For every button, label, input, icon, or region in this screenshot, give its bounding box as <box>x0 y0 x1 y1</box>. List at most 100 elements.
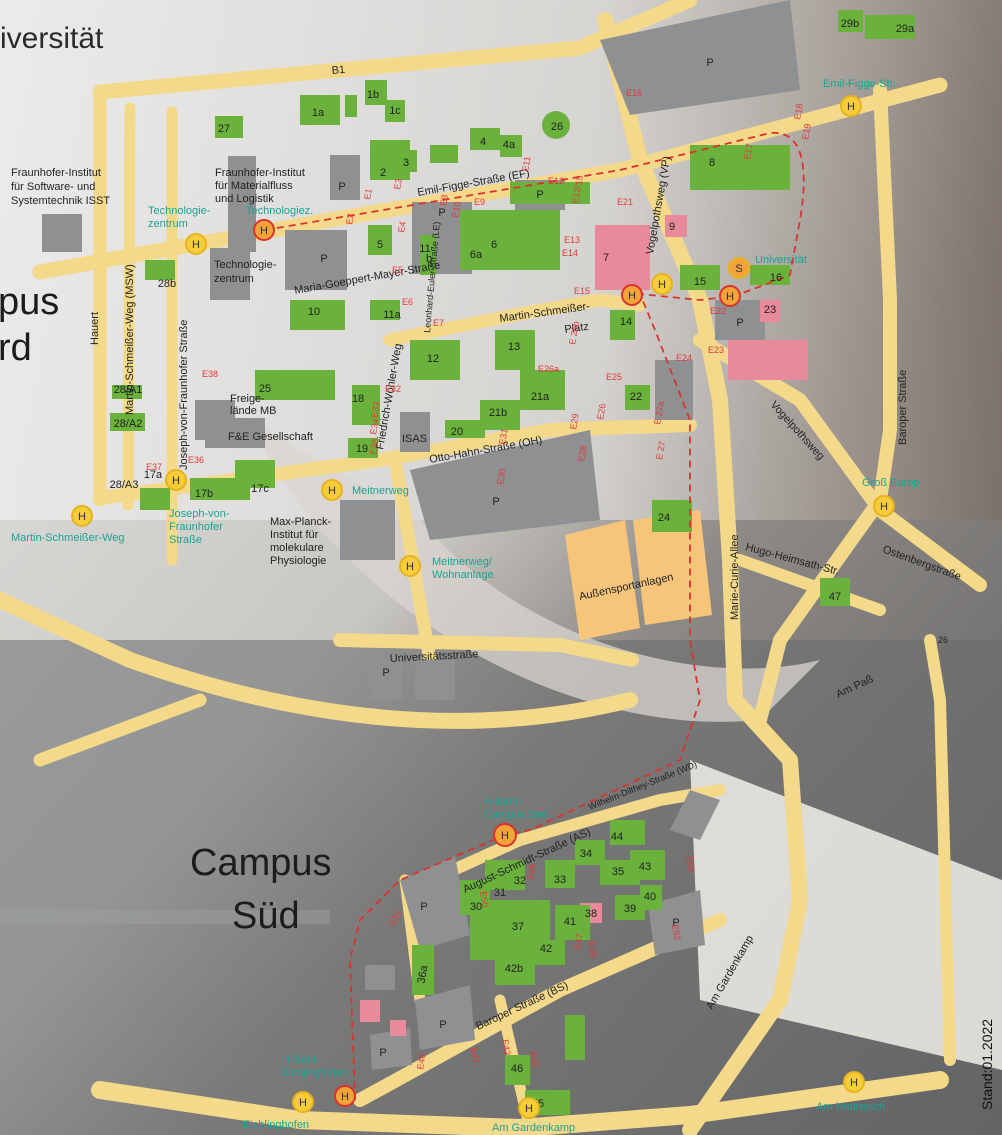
svg-text:E 26b: E 26b <box>567 320 581 345</box>
svg-text:E37: E37 <box>146 462 162 472</box>
stop-joseph-fraunhofer[interactable]: H Joseph-von- Fraunhofer Straße <box>165 469 230 546</box>
svg-text:6a: 6a <box>470 249 483 261</box>
svg-text:E7: E7 <box>433 318 444 328</box>
svg-text:Physiologie: Physiologie <box>270 555 326 567</box>
svg-text:E8: E8 <box>438 194 450 207</box>
svg-text:18: 18 <box>352 393 364 405</box>
svg-text:6: 6 <box>491 239 497 251</box>
svg-text:41: 41 <box>564 916 576 928</box>
stop-meitnerweg-wohnanlage[interactable]: H Meitnerweg/ Wohnanlage <box>399 555 494 581</box>
stop-am-hedreisch[interactable]: H Am Hedreisch <box>816 1071 885 1113</box>
svg-text:Universität: Universität <box>755 254 807 266</box>
svg-text:17c: 17c <box>251 483 269 495</box>
stop-am-gardenkamp[interactable]: H Am Gardenkamp <box>492 1097 575 1134</box>
svg-text:1a: 1a <box>312 107 325 119</box>
stop-martin-schmeisser-weg[interactable]: H Martin-Schmeißer-Weg <box>11 505 125 544</box>
svg-text:46: 46 <box>511 1063 523 1075</box>
title-fragment: iversität <box>0 22 104 55</box>
svg-text:33: 33 <box>554 874 566 886</box>
svg-text:13: 13 <box>508 341 520 353</box>
svg-text:Meitnerweg: Meitnerweg <box>352 485 409 497</box>
building-numbers: 1a 1b 1c 2 3 4 4a 26 27 5 6 6a 7 8 9 10 … <box>110 18 915 1110</box>
stop-hbahn-eichlinghofen[interactable]: H H-Bahn Eichlinghofen <box>282 1054 356 1107</box>
svg-text:Am Gardenkamp: Am Gardenkamp <box>492 1122 575 1134</box>
svg-text:17b: 17b <box>195 488 213 500</box>
stop-gross-barop[interactable]: H Groß Barop <box>862 477 919 517</box>
stop-meitnerweg[interactable]: H Meitnerweg <box>321 479 409 501</box>
svg-text:8: 8 <box>709 157 715 169</box>
svg-text:P: P <box>338 181 345 193</box>
svg-text:E24: E24 <box>676 353 692 363</box>
svg-text:14: 14 <box>620 316 632 328</box>
svg-text:für Materialfluss: für Materialfluss <box>215 180 293 192</box>
svg-text:29a: 29a <box>896 23 915 35</box>
svg-text:12: 12 <box>427 353 439 365</box>
svg-text:E38: E38 <box>202 369 218 379</box>
svg-text:E6: E6 <box>402 297 413 307</box>
svg-text:34: 34 <box>580 848 592 860</box>
svg-text:P: P <box>492 496 499 508</box>
svg-text:E1: E1 <box>362 188 374 201</box>
svg-text:E5: E5 <box>392 265 403 275</box>
svg-text:Am Hedreisch: Am Hedreisch <box>816 1101 885 1113</box>
svg-text:b: b <box>426 253 432 265</box>
svg-text:43: 43 <box>639 861 651 873</box>
pink-buildings <box>360 215 808 1036</box>
svg-text:39: 39 <box>624 903 636 915</box>
svg-text:molekulare: molekulare <box>270 542 324 554</box>
svg-text:5: 5 <box>377 239 383 251</box>
svg-text:E50: E50 <box>478 891 491 909</box>
stop-technologiez-hbahn[interactable]: H Technologiez. <box>246 205 313 241</box>
svg-text:E52: E52 <box>670 924 683 942</box>
svg-text:P: P <box>706 57 713 69</box>
svg-text:zentrum: zentrum <box>148 218 188 230</box>
svg-text:36a: 36a <box>416 964 431 985</box>
svg-text:19: 19 <box>356 443 368 455</box>
svg-text:Martin-Schmeißer-Weg (MSW): Martin-Schmeißer-Weg (MSW) <box>124 264 136 415</box>
svg-text:Meitnerweg/: Meitnerweg/ <box>432 556 493 568</box>
svg-text:S: S <box>735 263 742 275</box>
svg-text:16: 16 <box>770 272 782 284</box>
svg-text:E4: E4 <box>396 221 408 234</box>
campus-labels: pus rd Campus Süd <box>0 281 332 937</box>
svg-text:H: H <box>726 291 734 303</box>
svg-text:Eichlinghofen: Eichlinghofen <box>282 1067 348 1079</box>
svg-text:H: H <box>406 561 414 573</box>
svg-text:27: 27 <box>218 123 230 135</box>
svg-text:P: P <box>379 1047 386 1059</box>
svg-text:E10: E10 <box>450 201 463 219</box>
svg-text:P: P <box>438 207 445 219</box>
svg-text:Platz: Platz <box>564 321 590 336</box>
svg-text:42b: 42b <box>505 963 523 975</box>
svg-text:H: H <box>78 511 86 523</box>
svg-text:E2: E2 <box>344 213 356 226</box>
campus-nord-label-1: pus <box>0 281 59 323</box>
svg-text:H: H <box>850 1077 858 1089</box>
svg-text:E12: E12 <box>548 176 564 186</box>
svg-text:Baroper Straße: Baroper Straße <box>897 370 909 445</box>
svg-text:40: 40 <box>644 891 656 903</box>
svg-text:P: P <box>382 667 389 679</box>
svg-text:11a: 11a <box>383 309 401 321</box>
svg-text:H: H <box>658 279 666 291</box>
svg-text:P: P <box>536 189 543 201</box>
svg-text:E28: E28 <box>576 445 589 463</box>
stop-hbahn-campus-sued[interactable]: H H-Bahn Campus Süd <box>484 796 548 847</box>
svg-text:E43: E43 <box>528 1051 541 1069</box>
stop-technologiezentrum[interactable]: H Technologie- zentrum <box>148 205 211 255</box>
svg-text:H-Bahn: H-Bahn <box>484 796 521 808</box>
stop-emil-figge[interactable]: H Emil-Figge-Str. <box>823 78 896 117</box>
svg-text:E16: E16 <box>626 88 642 98</box>
green-buildings <box>110 10 915 1115</box>
stop-eichlinghofen[interactable]: H Eichlinghofen <box>243 1091 314 1131</box>
entrance-labels: E1 E2 E3 E4 E5 E6 E7 E8 E9 E10 E11 E12 E… <box>146 88 813 1070</box>
svg-text:E 27a: E 27a <box>652 400 666 425</box>
svg-text:H: H <box>525 1103 533 1115</box>
svg-text:E26a: E26a <box>538 364 559 374</box>
transit-stops[interactable]: H Technologie- zentrum H Technologiez. H… <box>11 78 919 1134</box>
svg-text:H: H <box>501 830 509 842</box>
stop-universitaet[interactable]: H S H H Universität <box>621 254 807 307</box>
svg-text:H: H <box>880 501 888 513</box>
svg-text:Straße: Straße <box>169 534 202 546</box>
